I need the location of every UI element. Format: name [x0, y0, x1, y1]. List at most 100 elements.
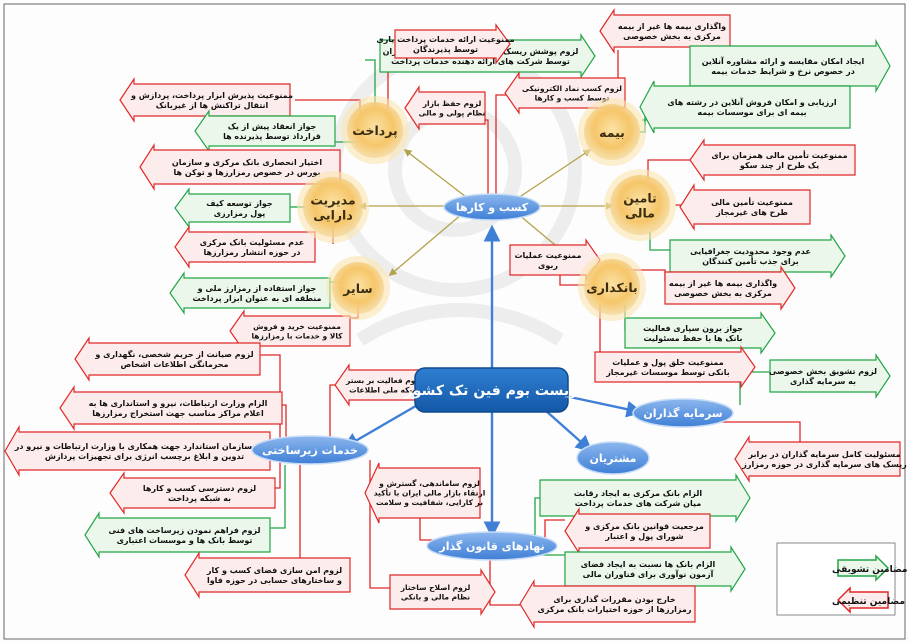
- theme-text: توسط پذیرندگان: [413, 44, 478, 54]
- arrow-box-shape: [174, 225, 316, 269]
- hub-investors: سرمایه گذاران: [632, 398, 734, 428]
- theme-text: منطقه ای به عنوان ابزار پرداخت: [193, 294, 322, 303]
- subtopic-label: بیمه: [599, 125, 625, 140]
- theme-text: مرجعیت قوانین بانک مرکزی و: [584, 522, 704, 531]
- subtopic-label: مالی: [625, 206, 655, 221]
- legend-item-restrictive: مضامین تنظیمی: [832, 586, 905, 614]
- legend-item-incentive: مضامین تشویقی: [832, 554, 907, 582]
- theme-text: ممنوعیت خرید و فروش: [253, 322, 341, 331]
- arrow-box-shape: [84, 510, 271, 560]
- arrow-box-shape: [184, 550, 351, 600]
- theme-text: توسط بانک ها و موسسات اعتباری: [117, 536, 253, 545]
- hub-infra: خدمات زیرساختی: [251, 435, 369, 465]
- theme-text: لزوم امن سازی فضای کسب و کار: [206, 566, 342, 575]
- arrow-box-shape: [539, 472, 751, 524]
- connector: [388, 213, 463, 277]
- theme-box-v2: مسئولیت کامل سرمایه گذاران در برابرریسک …: [734, 434, 907, 484]
- hub-regulator: نهادهای قانون گذار: [426, 531, 558, 561]
- theme-text: نظام مالی و بانکی: [401, 592, 470, 601]
- arrow-box-shape: [664, 265, 796, 311]
- theme-text: در حوزه انتشار رمزارزها: [204, 248, 301, 257]
- theme-text: ریسک های سرمایه گذاری در حوزه رمزارز: [741, 459, 907, 469]
- hub-label: سرمایه گذاران: [643, 407, 722, 420]
- arrow-box-shape: [689, 138, 856, 182]
- theme-text: در خصوص نرخ و شرایط خدمات بیمه: [711, 67, 855, 77]
- arrow-box-shape: [74, 336, 261, 382]
- hub-label: مشتریان: [590, 452, 637, 465]
- theme-text: توسط کسب و کارها: [535, 93, 610, 102]
- connector: [514, 149, 592, 201]
- theme-text: کالا و خدمات با رمزارزها: [251, 331, 343, 340]
- theme-text: انتقال تراکنش ها از غیربانک: [156, 101, 269, 111]
- theme-text: تدوین و ابلاغ برچسب انرژی برای تجهیزات پ…: [45, 452, 244, 462]
- arrow-box-shape: [364, 462, 481, 524]
- theme-text: برای جذب تأمین کنندگان: [702, 256, 799, 266]
- theme-text: الزام وزارت ارتباطات، نیرو و استانداری ه…: [89, 399, 268, 408]
- theme-box-p2: ممنوعیت پذیرش ابزار پرداخت، پردازش وانتق…: [119, 77, 293, 123]
- theme-text: ایجاد امکان مقایسه و ارائه مشاوره آنلاین: [702, 56, 865, 66]
- arrow-box-shape: [769, 353, 891, 399]
- theme-text: ممنوعیت تأمین مالی: [711, 197, 793, 207]
- arrow-box-shape: [734, 434, 901, 484]
- theme-text: اعلام مراکز مناسب جهت استخراج رمزارزها: [92, 409, 264, 418]
- theme-text: پول رمزارزی: [214, 209, 266, 218]
- theme-text: عدم مسئولیت بانک مرکزی: [200, 238, 305, 247]
- arrow-box-shape: [139, 142, 341, 192]
- theme-text: توسط شرکت های ارائه دهنده خدمات پرداخت: [391, 57, 570, 66]
- arrow-box-shape: [519, 578, 696, 630]
- legend-swatch: [836, 586, 889, 614]
- theme-text: آزمون نوآوری برای فناوران مالی: [583, 569, 714, 579]
- theme-box-s3: الزام سازمان استاندارد جهت همکاری با وزا…: [4, 424, 275, 478]
- theme-text: بر کارایی، شفافیت و سلامت: [376, 498, 483, 507]
- theme-text: واگذاری بیمه ها غیر از بیمه: [669, 278, 777, 288]
- theme-text: خارج بودن مقررات گذاری برای: [553, 594, 676, 604]
- connector: [569, 395, 644, 418]
- hub-label: خدمات زیرساختی: [262, 444, 358, 457]
- subtopic-insurance: بیمه: [578, 98, 646, 166]
- theme-text: شبکه ملی اطلاعات: [349, 385, 420, 394]
- subtopic-label: دارایی: [313, 208, 353, 223]
- subtopic-payment: پرداخت: [341, 96, 409, 164]
- connector: [489, 560, 525, 606]
- theme-text: اختیار انحصاری بانک مرکزی و سازمان: [172, 158, 322, 167]
- arrow-box-shape: [389, 567, 496, 617]
- arrow-box-shape: [669, 233, 846, 279]
- theme-text: ارتقاء بازار مالی ایران با تأکید: [374, 488, 486, 498]
- legend-label: مضامین تشویقی: [832, 565, 907, 575]
- connector: [544, 409, 593, 453]
- connector: [403, 149, 471, 201]
- arrow-box-shape: [59, 385, 283, 431]
- subtopic-label: بانکداری: [586, 280, 638, 295]
- connector: [470, 119, 489, 196]
- subtopic-label: پرداخت: [352, 123, 397, 138]
- theme-text: ربوی: [538, 261, 558, 270]
- theme-text: لزوم اصلاح ساختار: [400, 583, 471, 592]
- theme-text: ممنوعیت خلق پول و عملیات: [612, 358, 724, 367]
- arrow-box-shape: [599, 8, 731, 54]
- theme-text: میان شرکت های خدمات پرداخت: [575, 499, 702, 508]
- subtopic-label: سایر: [342, 281, 372, 296]
- theme-text: و ساختارهای حسابی در حوزه فاوا: [207, 576, 342, 585]
- connector: [270, 465, 286, 529]
- theme-text: لزوم فراهم نمودن زیرساخت های فنی: [108, 526, 260, 535]
- arrow-box-shape: [689, 38, 891, 94]
